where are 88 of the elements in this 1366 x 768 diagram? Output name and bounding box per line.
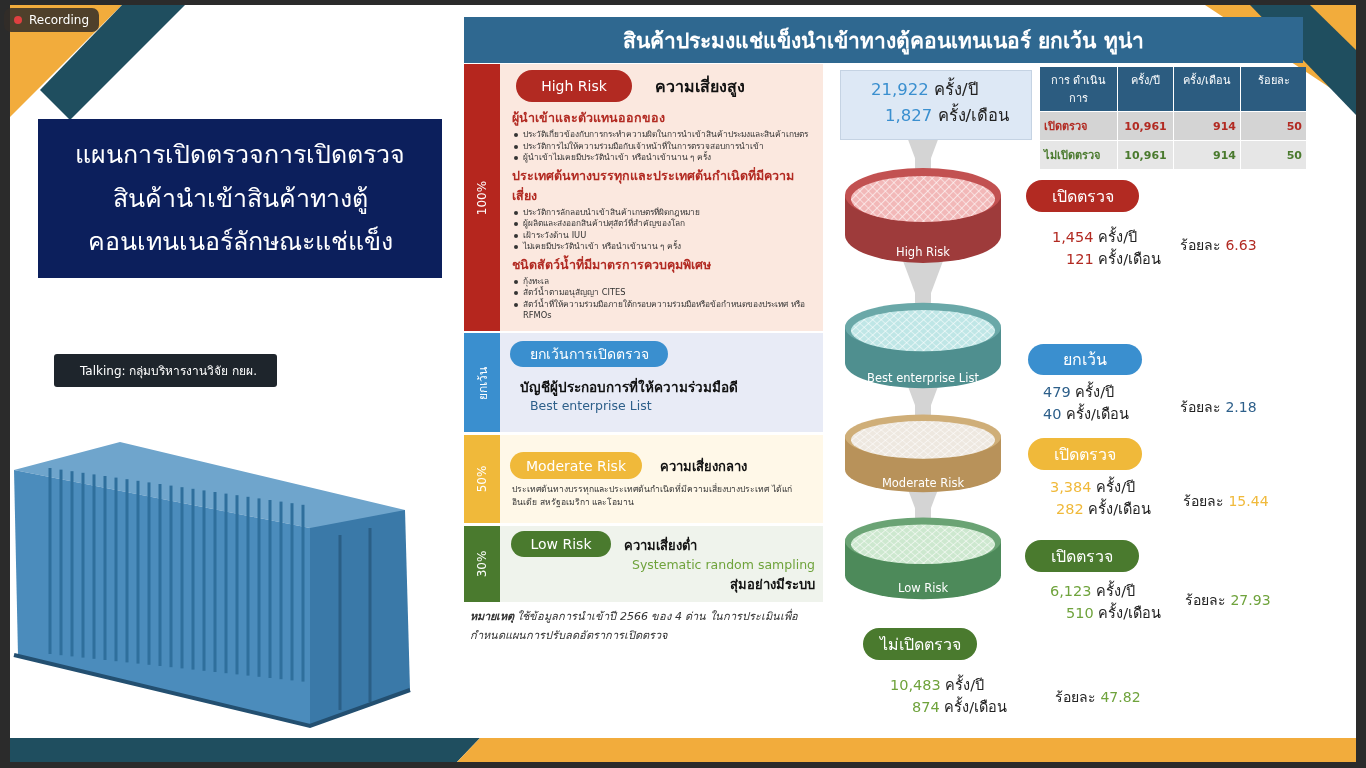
risk-panel	[464, 526, 823, 602]
criteria-bullet: ประวัติการลักลอบนำเข้าสินค้าเกษตรที่ผิดกฎหมาย	[512, 206, 815, 218]
result-pill: ไม่เปิดตรวจ	[863, 628, 977, 660]
table-header-cell: การ ดำเนินการ	[1040, 67, 1117, 111]
sieve	[843, 300, 1003, 390]
criteria-bullet: เฝ้าระวังด้าน IUU	[512, 229, 815, 241]
percentage-label: 50%	[475, 465, 489, 493]
percentage-label: 30%	[475, 550, 489, 578]
slide-title: สินค้าประมงแช่แข็งนำเข้าทางตู้คอนเทนเนอร์ ยกเว้น ทูน่า	[623, 26, 1144, 57]
percent-value: 47.82	[1100, 689, 1141, 705]
speaker-indicator: Talking: กลุ่มบริหารงานวิจัย กยผ.	[54, 354, 278, 387]
percent-value: 6.63	[1225, 237, 1257, 253]
criteria-bullet: ประวัติการไม่ให้ความร่วมมือกับเจ้าหน้าที่ในการตรวจสอบการนำเข้า	[512, 140, 815, 152]
table-header-cell: ร้อยละ	[1241, 67, 1306, 111]
count-value: 21,922	[871, 80, 929, 99]
risk-pill: ยกเว้นการเปิดตรวจ	[510, 341, 668, 367]
risk-level-heading: ความเสี่ยงต่ำ	[624, 535, 697, 555]
criteria-heading: ประเทศต้นทางบรรทุกและประเทศต้นกำเนิดที่มีความเสี่ยง	[512, 166, 795, 205]
risk-pill: High Risk	[516, 70, 632, 102]
risk-level-heading: ความเสี่ยงสูง	[655, 74, 745, 99]
risk-panel	[464, 333, 823, 432]
count-value: 479	[1043, 384, 1071, 400]
risk-pill: Moderate Risk	[510, 452, 642, 479]
criteria-bullet: ไม่เคยมีประวัตินำเข้า หรือนำเข้านาน ๆ ครั้ง	[512, 241, 815, 253]
method-text: สุ่มอย่างมีระบบ	[729, 575, 815, 595]
count-value: 1,827	[885, 105, 933, 125]
criteria-bullet: ผู้นำเข้าไม่เคยมีประวัตินำเข้า หรือนำเข้านาน ๆ ครั้ง	[512, 152, 815, 164]
result-pill: เปิดตรวจ	[1025, 540, 1139, 572]
percent-label: ร้อยละ	[1185, 592, 1226, 608]
table-cell: 914	[1174, 112, 1240, 140]
sieve-label: High Risk	[896, 245, 950, 259]
count-value: 1,454	[1052, 229, 1094, 245]
sieve	[843, 165, 1003, 265]
total-count-box	[840, 70, 1032, 140]
table-header-cell: ครั้ง/ปี	[1118, 67, 1173, 111]
risk-level-heading: ความเสี่ยงกลาง	[660, 456, 747, 476]
note-text: หมายเหตุ ใช้ข้อมูลการนำเข้าปี 2566 ของ 4 ด่าน ในการประเมินเพื่อกำหนดแผนการปรับลดอัตราการเปิดตรวจ	[470, 608, 799, 644]
percent-label: ร้อยละ	[1183, 493, 1224, 509]
table-cell: ไม่เปิดตรวจ	[1040, 141, 1117, 169]
list-subtitle: Best enterprise List	[530, 397, 653, 416]
percent-label: ร้อยละ	[1180, 237, 1221, 253]
table-cell: เปิดตรวจ	[1040, 112, 1117, 140]
criteria-bullet: สัตว์น้ำตามอนุสัญญา CITES	[512, 287, 815, 299]
sieve	[843, 412, 1003, 494]
description-text: ประเทศต้นทางบรรทุกและประเทศต้นกำเนิดที่มีความเสี่ยงบางประเทศ ได้แก่ อินเดีย สหรัฐอเมริกา และโอมาน	[512, 483, 793, 509]
list-title: บัญชีผู้ประกอบการที่ให้ความร่วมมือดี	[520, 377, 739, 398]
count-value: 121	[1066, 251, 1094, 268]
risk-panel	[464, 64, 823, 331]
percent-value: 27.93	[1230, 592, 1271, 608]
count-value: 6,123	[1050, 583, 1092, 599]
table-cell: 10,961	[1118, 112, 1173, 140]
sieve-label: Moderate Risk	[881, 476, 965, 490]
title-box	[38, 119, 442, 278]
sieve-label: Low Risk	[897, 581, 949, 595]
count-value: 282	[1056, 501, 1084, 518]
method-text: Systematic random sampling	[630, 556, 815, 574]
percentage-label: ยกเว้น	[474, 366, 491, 399]
table-cell: 914	[1174, 141, 1240, 169]
criteria-heading: ชนิดสัตว์น้ำที่มีมาตรการควบคุมพิเศษ	[512, 254, 712, 275]
percent-label: ร้อยละ	[1055, 689, 1096, 705]
count-value: 40	[1043, 406, 1062, 423]
sieve-label: Best enterprise List	[867, 371, 979, 385]
criteria-bullet: สัตว์น้ำที่ให้ความร่วมมือภายใต้กรอบความร่วมมือหรือข้อกำหนดของประเทศ หรือ RFMOs	[512, 298, 815, 322]
risk-pill: Low Risk	[511, 531, 611, 557]
table-cell: 50	[1241, 112, 1306, 140]
criteria-bullet: ผู้ผลิตและส่งออกสินค้าปศุสัตว์ที่สำคัญของโลก	[512, 218, 815, 230]
percentage-label: 100%	[475, 180, 489, 215]
count-value: 10,483	[890, 677, 941, 693]
table-header-cell: ครั้ง/เดือน	[1174, 67, 1240, 111]
title-text: แผนการเปิดตรวจการเปิดตรวจสินค้านำเข้าสินค้าทางตู้คอนเทนเนอร์ลักษณะแช่แข็ง	[74, 138, 406, 259]
percent-value: 15.44	[1228, 493, 1269, 509]
criteria-bullet: ประวัติเกี่ยวข้องกับการกระทำความผิดในการนำเข้าสินค้าประมงและสินค้าเกษตร	[512, 129, 815, 141]
result-pill: เปิดตรวจ	[1026, 180, 1139, 212]
percent-value: 2.18	[1225, 399, 1257, 415]
count-value: 3,384	[1050, 479, 1092, 495]
result-pill: ยกเว้น	[1028, 344, 1142, 375]
percent-label: ร้อยละ	[1180, 399, 1221, 415]
table-cell: 50	[1241, 141, 1306, 169]
count-value: 510	[1066, 605, 1094, 622]
result-pill: เปิดตรวจ	[1028, 438, 1142, 470]
criteria-bullet: กุ้งทะเล	[512, 275, 815, 287]
unit-label: ครั้ง/เดือน	[937, 105, 1010, 125]
recording-indicator: Recording	[4, 8, 100, 32]
sieve	[843, 515, 1003, 601]
table-cell: 10,961	[1118, 141, 1173, 169]
count-value: 874	[912, 699, 940, 716]
criteria-heading: ผู้นำเข้าและตัวแทนออกของ	[512, 109, 666, 128]
risk-panel	[464, 435, 823, 523]
